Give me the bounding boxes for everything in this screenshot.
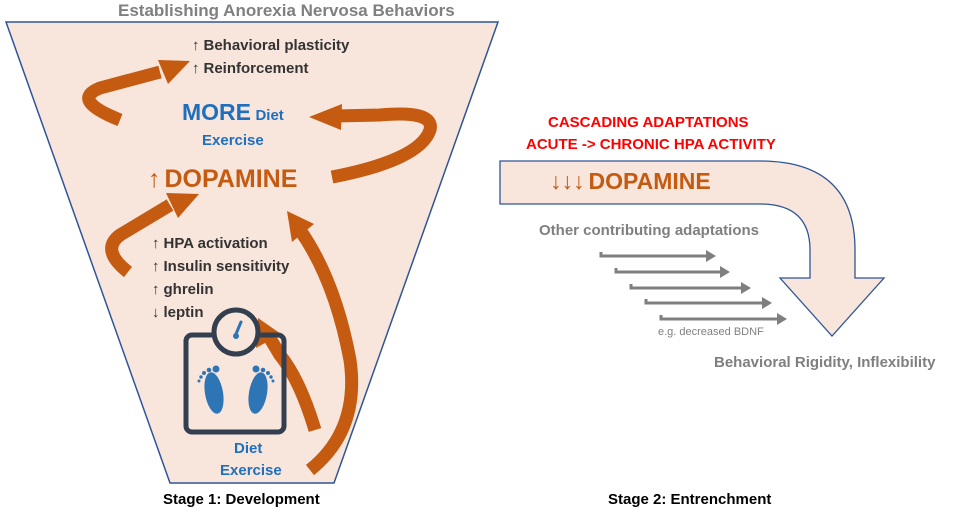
arrow-dopamine-to-more xyxy=(330,107,437,184)
up-arrow-icon: ↑ xyxy=(152,258,160,275)
cascading-heading: CASCADING ADAPTATIONS xyxy=(548,114,749,131)
bathroom-scale-icon xyxy=(183,307,287,435)
bdnf-example: e.g. decreased BDNF xyxy=(658,326,764,338)
arrowhead-dopamine-left xyxy=(166,193,199,218)
dopamine-decrease: ↓↓↓DOPAMINE xyxy=(550,168,711,194)
rigidity-outcome: Behavioral Rigidity, Inflexibility xyxy=(714,354,936,371)
triple-down-arrow-icon: ↓↓↓ xyxy=(550,168,585,194)
physiology-item: ↓leptin xyxy=(152,304,204,321)
up-arrow-icon: ↑ xyxy=(192,37,200,54)
adaptation-arrows xyxy=(599,252,779,321)
arrow-to-outcomes xyxy=(82,65,162,127)
physiology-item: ↑Insulin sensitivity xyxy=(152,258,290,275)
adaptation-arrow xyxy=(614,268,722,274)
physiology-item: ↑ghrelin xyxy=(152,281,214,298)
adaptation-arrowheads xyxy=(706,250,787,325)
arrow-base-to-dopamine xyxy=(294,226,359,476)
up-arrow-icon: ↑ xyxy=(148,165,161,193)
arrowhead-more xyxy=(309,104,342,130)
adaptation-arrow xyxy=(629,284,743,290)
hpa-heading: ACUTE -> CHRONIC HPA ACTIVITY xyxy=(526,136,776,153)
more-exercise-label: Exercise xyxy=(202,132,264,149)
up-arrow-icon: ↑ xyxy=(192,60,200,77)
stage1-label: Stage 1: Development xyxy=(163,491,320,508)
adaptation-arrow xyxy=(659,315,779,321)
up-arrow-icon: ↑ xyxy=(152,281,160,298)
adaptation-arrow xyxy=(644,299,764,305)
down-arrow-icon: ↓ xyxy=(152,304,160,321)
more-diet-label: MORE Diet xyxy=(182,99,284,125)
outcome-item: ↑Behavioral plasticity xyxy=(192,37,350,54)
stage2-label: Stage 2: Entrenchment xyxy=(608,491,772,508)
adaptation-arrow xyxy=(599,252,708,258)
arrowhead-dopamine-right xyxy=(287,211,314,242)
base-exercise-label: Exercise xyxy=(220,462,282,479)
arrow-scale-to-physiology xyxy=(259,326,322,432)
other-adaptations-label: Other contributing adaptations xyxy=(539,222,759,239)
diagram-title: Establishing Anorexia Nervosa Behaviors xyxy=(118,1,455,20)
arrowhead-outcomes xyxy=(158,60,190,84)
physiology-item: ↑HPA activation xyxy=(152,235,268,252)
dopamine-increase: ↑DOPAMINE xyxy=(148,165,298,193)
base-diet-label: Diet xyxy=(234,440,263,457)
up-arrow-icon: ↑ xyxy=(152,235,160,252)
outcome-item: ↑Reinforcement xyxy=(192,60,309,77)
feedback-arrows xyxy=(82,65,437,476)
stage2-curved-band xyxy=(499,160,886,337)
stage1-funnel xyxy=(4,21,500,484)
arrow-physiology-to-dopamine xyxy=(105,199,174,278)
